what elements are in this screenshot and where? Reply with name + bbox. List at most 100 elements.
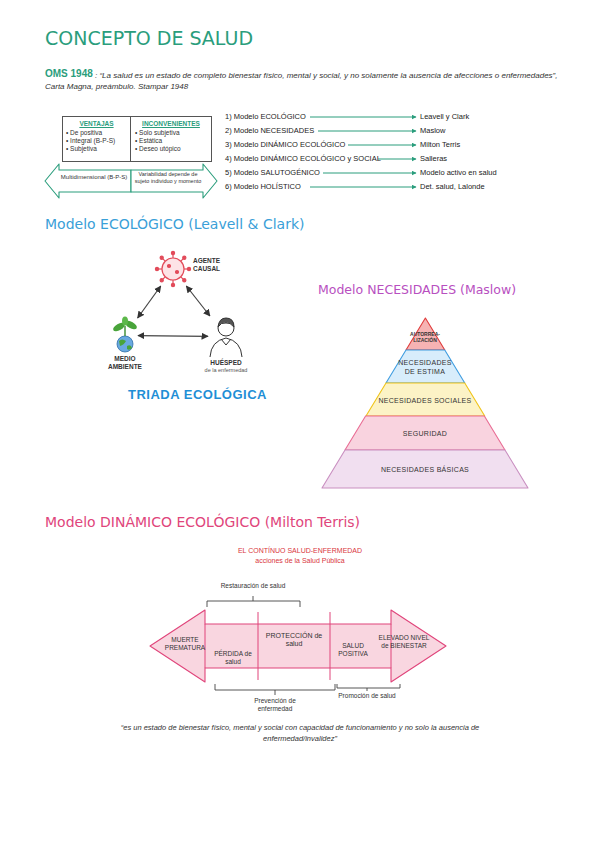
node-text: Multidimensional (B-P-S)	[60, 174, 128, 181]
virus-spike	[181, 258, 185, 262]
triad-connector	[186, 286, 210, 316]
node-outline-shape	[131, 164, 217, 198]
node-text: MUERTE PREMATURA	[164, 636, 206, 652]
virus-spike	[181, 277, 185, 281]
virus-dot	[183, 279, 186, 282]
section-heading: Modelo DINÁMICO ECOLÓGICO (Milton Terris…	[45, 514, 360, 530]
node-text: AUTORREA- LIZACIÓN	[406, 331, 445, 343]
definition-quote: “es un estado de bienestar físico, menta…	[110, 722, 490, 744]
bracket-label: Promoción de salud	[337, 692, 397, 700]
person-hair	[218, 318, 234, 327]
section-heading: Modelo NECESIDADES (Maslow)	[318, 282, 516, 297]
node-text: PÉRDIDA de salud	[210, 650, 256, 666]
virus-body	[162, 258, 184, 280]
node-outline-shape	[45, 164, 131, 198]
node-outline-shape	[406, 318, 445, 350]
node-text: NECESIDADES DE ESTIMA	[393, 358, 456, 376]
node-text: • Solo subjetiva	[135, 129, 207, 137]
pyramid-band: NECESIDADES DE ESTIMA	[386, 350, 465, 383]
list-arrow	[310, 187, 416, 188]
node-text: NECESIDADES BÁSICAS	[343, 465, 508, 474]
advantages-column: VENTAJAS • De positiva• Integral (B-P-S)•…	[62, 116, 130, 162]
bracket	[215, 684, 335, 695]
model-author: Det. salud, Lalonde	[420, 182, 485, 191]
node-text: de la enfermedad	[196, 367, 256, 373]
triad-connector	[138, 286, 161, 318]
model-author: Milton Terris	[420, 140, 460, 149]
triad-connector	[138, 335, 208, 337]
triad-title: TRIADA ECOLÓGICA	[128, 387, 267, 402]
arrow-right-box: Variabilidad depende de sujeto individuo…	[131, 164, 217, 198]
plant-stem	[124, 326, 125, 336]
model-item: 1) Modelo ECOLÓGICO	[225, 112, 306, 121]
node-text: VENTAJAS	[66, 120, 127, 127]
node-text: PROTECCIÓN de salud	[262, 632, 326, 648]
list-arrow	[318, 131, 416, 132]
node-outline	[45, 164, 131, 198]
node-text: HUÉSPED	[201, 359, 251, 366]
list-arrow	[378, 159, 416, 160]
model-item: 6) Modelo HOLÍSTICO	[225, 182, 301, 191]
model-item: 2) Modelo NECESIDADES	[225, 126, 314, 135]
node-text: AGENTE CAUSAL	[193, 257, 233, 273]
virus-dot	[155, 267, 158, 270]
virus-dot	[187, 267, 190, 270]
environment: MEDIO AMBIENTE	[112, 318, 138, 353]
person-body	[210, 338, 242, 357]
virus-dot	[160, 279, 163, 282]
node-outline	[386, 350, 465, 383]
node-text: SEGURIDAD	[361, 429, 489, 438]
model-author: Leavell y Clark	[420, 112, 469, 121]
oms-quote: : “La salud es un estado de completo bie…	[45, 70, 573, 92]
plant-leaf	[112, 321, 126, 333]
virus-dot	[183, 256, 186, 259]
model-item: 4) Modelo DINÁMICO ECOLÓGICO y SOCIAL	[225, 154, 381, 163]
node-text: NECESIDADES SOCIALES	[377, 395, 472, 404]
host: HUÉSPEDde la enfermedad	[208, 316, 244, 357]
node-outline-shape	[345, 416, 505, 450]
model-item: 5) Modelo SALUTOGÉNICO	[225, 168, 320, 177]
list-arrow	[348, 145, 416, 146]
node-text: • De positiva	[66, 129, 127, 137]
node-outline-shape	[150, 610, 446, 682]
causal-agent: AGENTE CAUSAL	[156, 252, 190, 286]
node-text: • Estática	[135, 137, 207, 145]
node-text: • Deseo utópico	[135, 145, 207, 153]
model-author: Maslow	[420, 126, 445, 135]
node-divider	[205, 612, 391, 680]
virus-spike	[162, 258, 166, 262]
node-text: • Integral (B-P-S)	[66, 137, 127, 145]
virus-spike	[157, 268, 162, 269]
node-text: ELEVADO NIVEL de BIENESTAR	[376, 634, 432, 650]
model-author: Modelo activo en salud	[420, 168, 497, 177]
page-title: CONCEPTO DE SALUD	[45, 27, 253, 49]
oms-label: OMS 1948	[45, 68, 93, 79]
continuum-title: EL CONTÍNUO SALUD-ENFERMEDAD	[200, 547, 400, 554]
virus-dot	[168, 265, 171, 268]
node-text: SALUD POSITIVA	[333, 642, 373, 658]
person-head	[218, 320, 234, 336]
pyramid-band: NECESIDADES SOCIALES	[366, 383, 485, 416]
virus-spike	[172, 280, 173, 285]
virus-spike	[172, 253, 173, 258]
virus-dot	[176, 271, 179, 274]
continuum-subtitle: acciones de la Salud Pública	[200, 557, 400, 564]
model-author: Salleras	[420, 154, 447, 163]
list-arrow	[323, 173, 416, 174]
person-icon	[210, 318, 242, 357]
bracket	[337, 684, 400, 691]
node-text: • Subjetiva	[66, 145, 127, 153]
virus-spike	[184, 268, 189, 269]
virus-dot	[171, 283, 174, 286]
node-outline-shape	[386, 350, 465, 383]
bracket	[207, 596, 300, 607]
virus-dot	[160, 256, 163, 259]
node-text: Variabilidad depende de sujeto individuo…	[134, 171, 202, 184]
bracket-label: Restauración de salud	[213, 582, 293, 590]
node-outline-shape	[366, 383, 485, 416]
node-text: MEDIO AMBIENTE	[100, 355, 150, 371]
plant-icon	[112, 317, 138, 353]
list-arrow	[310, 117, 416, 118]
disadvantages-column: INCONVENIENTES• Solo subjetiva• Estática…	[130, 116, 212, 162]
